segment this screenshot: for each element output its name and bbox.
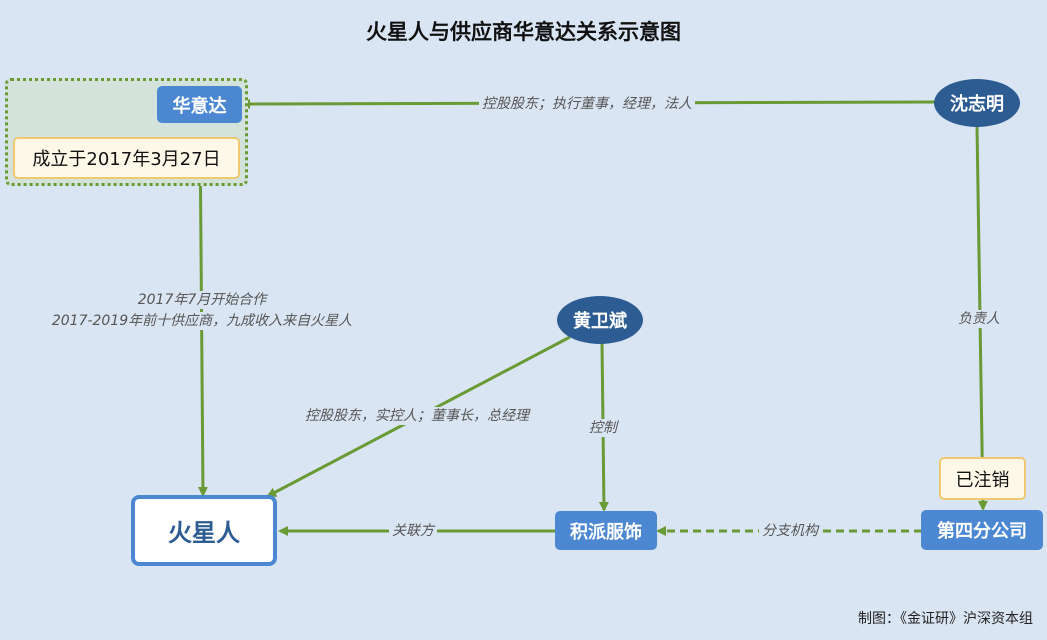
label-huang-to-huoxing: 控股股东，实控人；董事长，总经理 (302, 407, 532, 425)
node-jipai[interactable]: 积派服饰 (555, 511, 657, 550)
node-huangweibin[interactable]: 黄卫斌 (557, 296, 643, 344)
node-huayida[interactable]: 华意达 (157, 86, 242, 123)
label-huayida-to-huoxing-line2: 2017-2019年前十供应商，九成收入来自火星人 (48, 312, 356, 330)
node-huoxingren[interactable]: 火星人 (131, 495, 277, 566)
label-disifen-to-jipai: 分支机构 (759, 522, 821, 540)
label-jipai-to-huoxing: 关联方 (389, 522, 437, 540)
node-disifen[interactable]: 第四分公司 (921, 510, 1043, 550)
label-shen-to-disifen: 负责人 (955, 310, 1003, 328)
label-huayida-to-huoxing-line1: 2017年7月开始合作 (134, 291, 270, 309)
footer-credit: 制图：《金证研》沪深资本组 (858, 611, 1033, 627)
note-huayida-founded: 成立于2017年3月27日 (13, 137, 240, 179)
diagram-title: 火星人与供应商华意达关系示意图 (366, 20, 681, 44)
note-disifen-status: 已注销 (939, 457, 1026, 500)
label-shen-to-huayida: 控股股东；执行董事，经理，法人 (479, 95, 695, 113)
node-shenzhiming[interactable]: 沈志明 (934, 79, 1020, 127)
label-huang-to-jipai: 控制 (586, 419, 620, 437)
